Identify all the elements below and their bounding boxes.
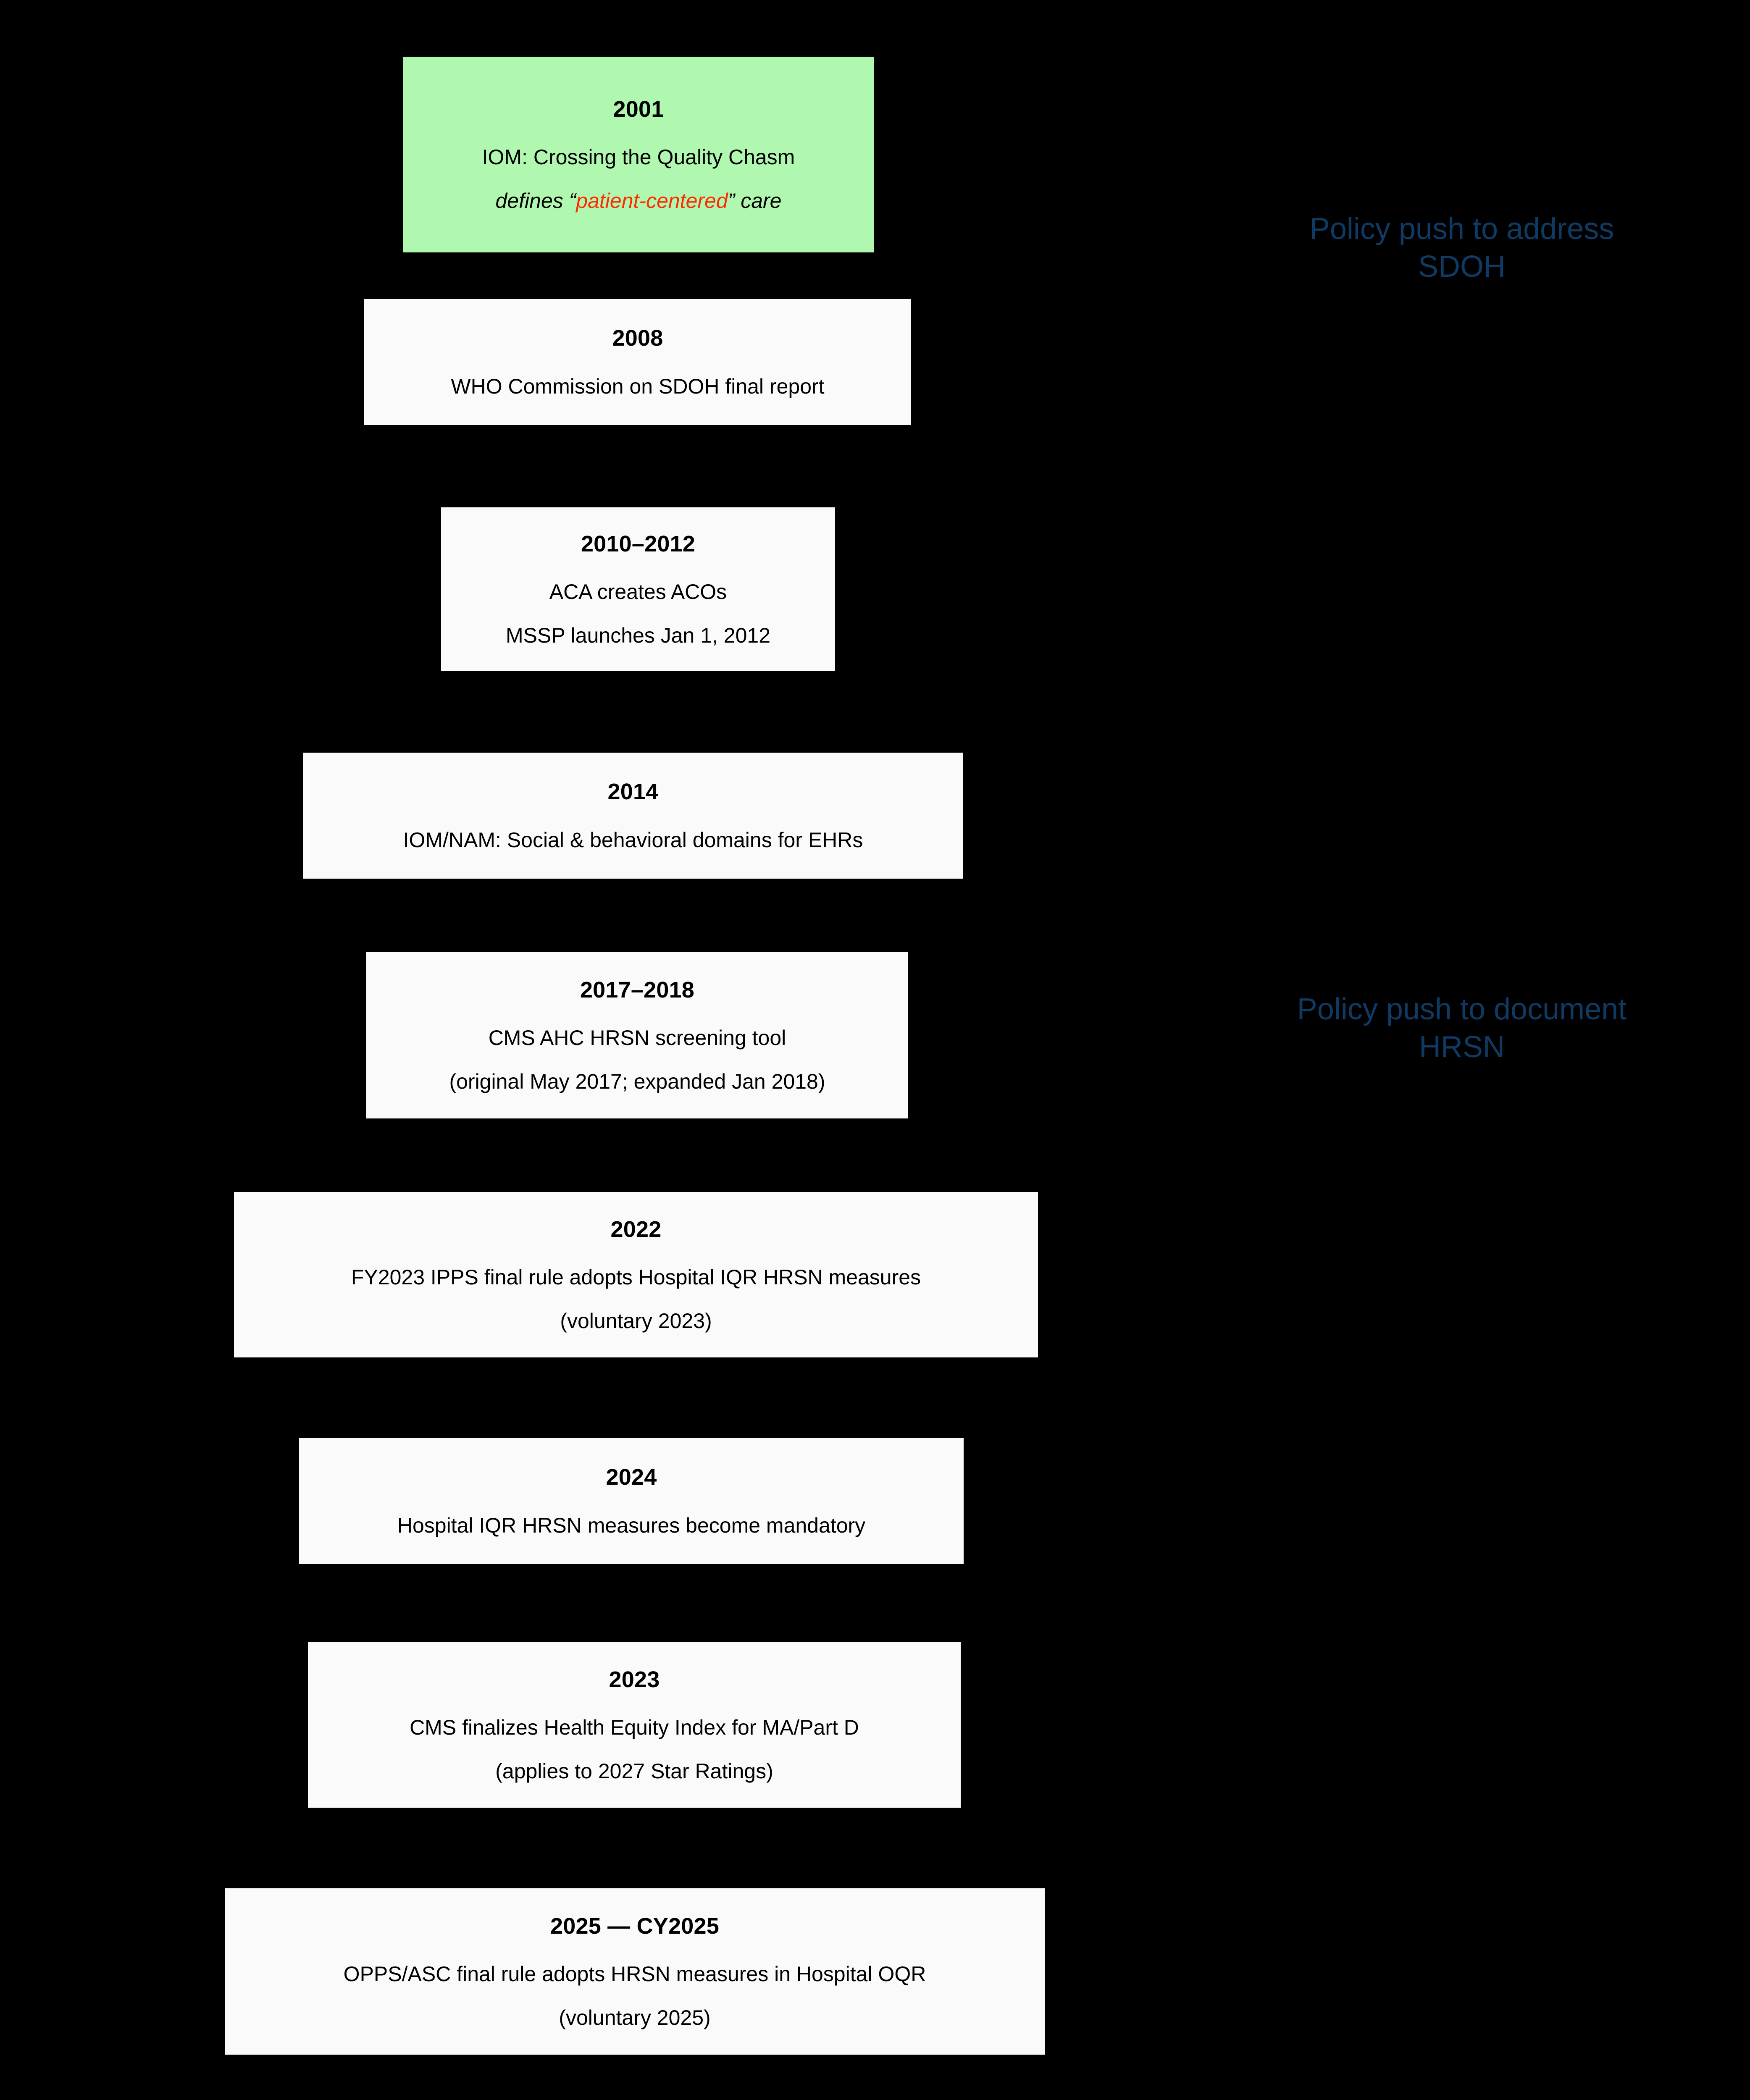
timeline-event-2014[interactable]: 2014 IOM/NAM: Social & behavioral domain… [303,753,963,879]
annotation-policy-push-hrsn: Policy push to document HRSN [1297,992,1627,1064]
event-detail-line-highlight: defines “patient-centered” care [496,185,782,218]
timeline-event-2010-2012[interactable]: 2010–2012 ACA creates ACOs MSSP launches… [441,507,835,671]
event-year: 2001 [613,96,664,122]
timeline-event-2022[interactable]: 2022 FY2023 IPPS final rule adopts Hospi… [234,1192,1038,1357]
event-detail-line: WHO Commission on SDOH final report [451,375,825,399]
detail-suffix: ” care [728,189,782,213]
timeline-event-2024[interactable]: 2024 Hospital IQR HRSN measures become m… [299,1438,964,1564]
event-detail-line: CMS finalizes Health Equity Index for MA… [410,1716,859,1740]
event-detail-line: (original May 2017; expanded Jan 2018) [449,1069,825,1093]
event-detail-line: (applies to 2027 Star Ratings) [495,1759,773,1783]
annotation-policy-push-sdoh: Policy push to address SDOH [1309,212,1614,284]
event-detail-line: FY2023 IPPS final rule adopts Hospital I… [351,1265,921,1289]
timeline-event-2001[interactable]: 2001 IOM: Crossing the Quality Chasm def… [403,57,874,252]
event-year: 2022 [610,1216,662,1242]
event-detail-line: CMS AHC HRSN screening tool [488,1026,786,1050]
event-detail-line: OPPS/ASC final rule adopts HRSN measures… [343,1962,926,1986]
event-detail-line: Hospital IQR HRSN measures become mandat… [397,1514,866,1538]
detail-prefix: defines “ [495,189,576,213]
event-year: 2024 [606,1465,657,1490]
event-year: 2017–2018 [580,977,695,1003]
event-year: 2023 [609,1667,660,1692]
event-detail-line: IOM: Crossing the Quality Chasm [482,145,795,169]
event-detail-line: MSSP launches Jan 1, 2012 [505,623,771,647]
timeline-event-2025-cy2025[interactable]: 2025 — CY2025 OPPS/ASC final rule adopts… [225,1888,1045,2055]
event-year: 2025 — CY2025 [550,1913,719,1939]
event-detail-line: IOM/NAM: Social & behavioral domains for… [403,828,863,852]
event-year: 2008 [612,326,663,351]
event-detail-line: (voluntary 2025) [559,2006,711,2029]
timeline-event-2017-2018[interactable]: 2017–2018 CMS AHC HRSN screening tool (o… [366,952,908,1118]
event-detail-line: (voluntary 2023) [560,1309,712,1333]
timeline-event-2008[interactable]: 2008 WHO Commission on SDOH final report [364,299,911,425]
timeline-event-2023[interactable]: 2023 CMS finalizes Health Equity Index f… [308,1642,961,1808]
detail-highlight: patient-centered [576,189,728,213]
event-year: 2010–2012 [581,531,696,556]
event-detail-line: ACA creates ACOs [549,580,727,604]
event-year: 2014 [607,779,659,805]
